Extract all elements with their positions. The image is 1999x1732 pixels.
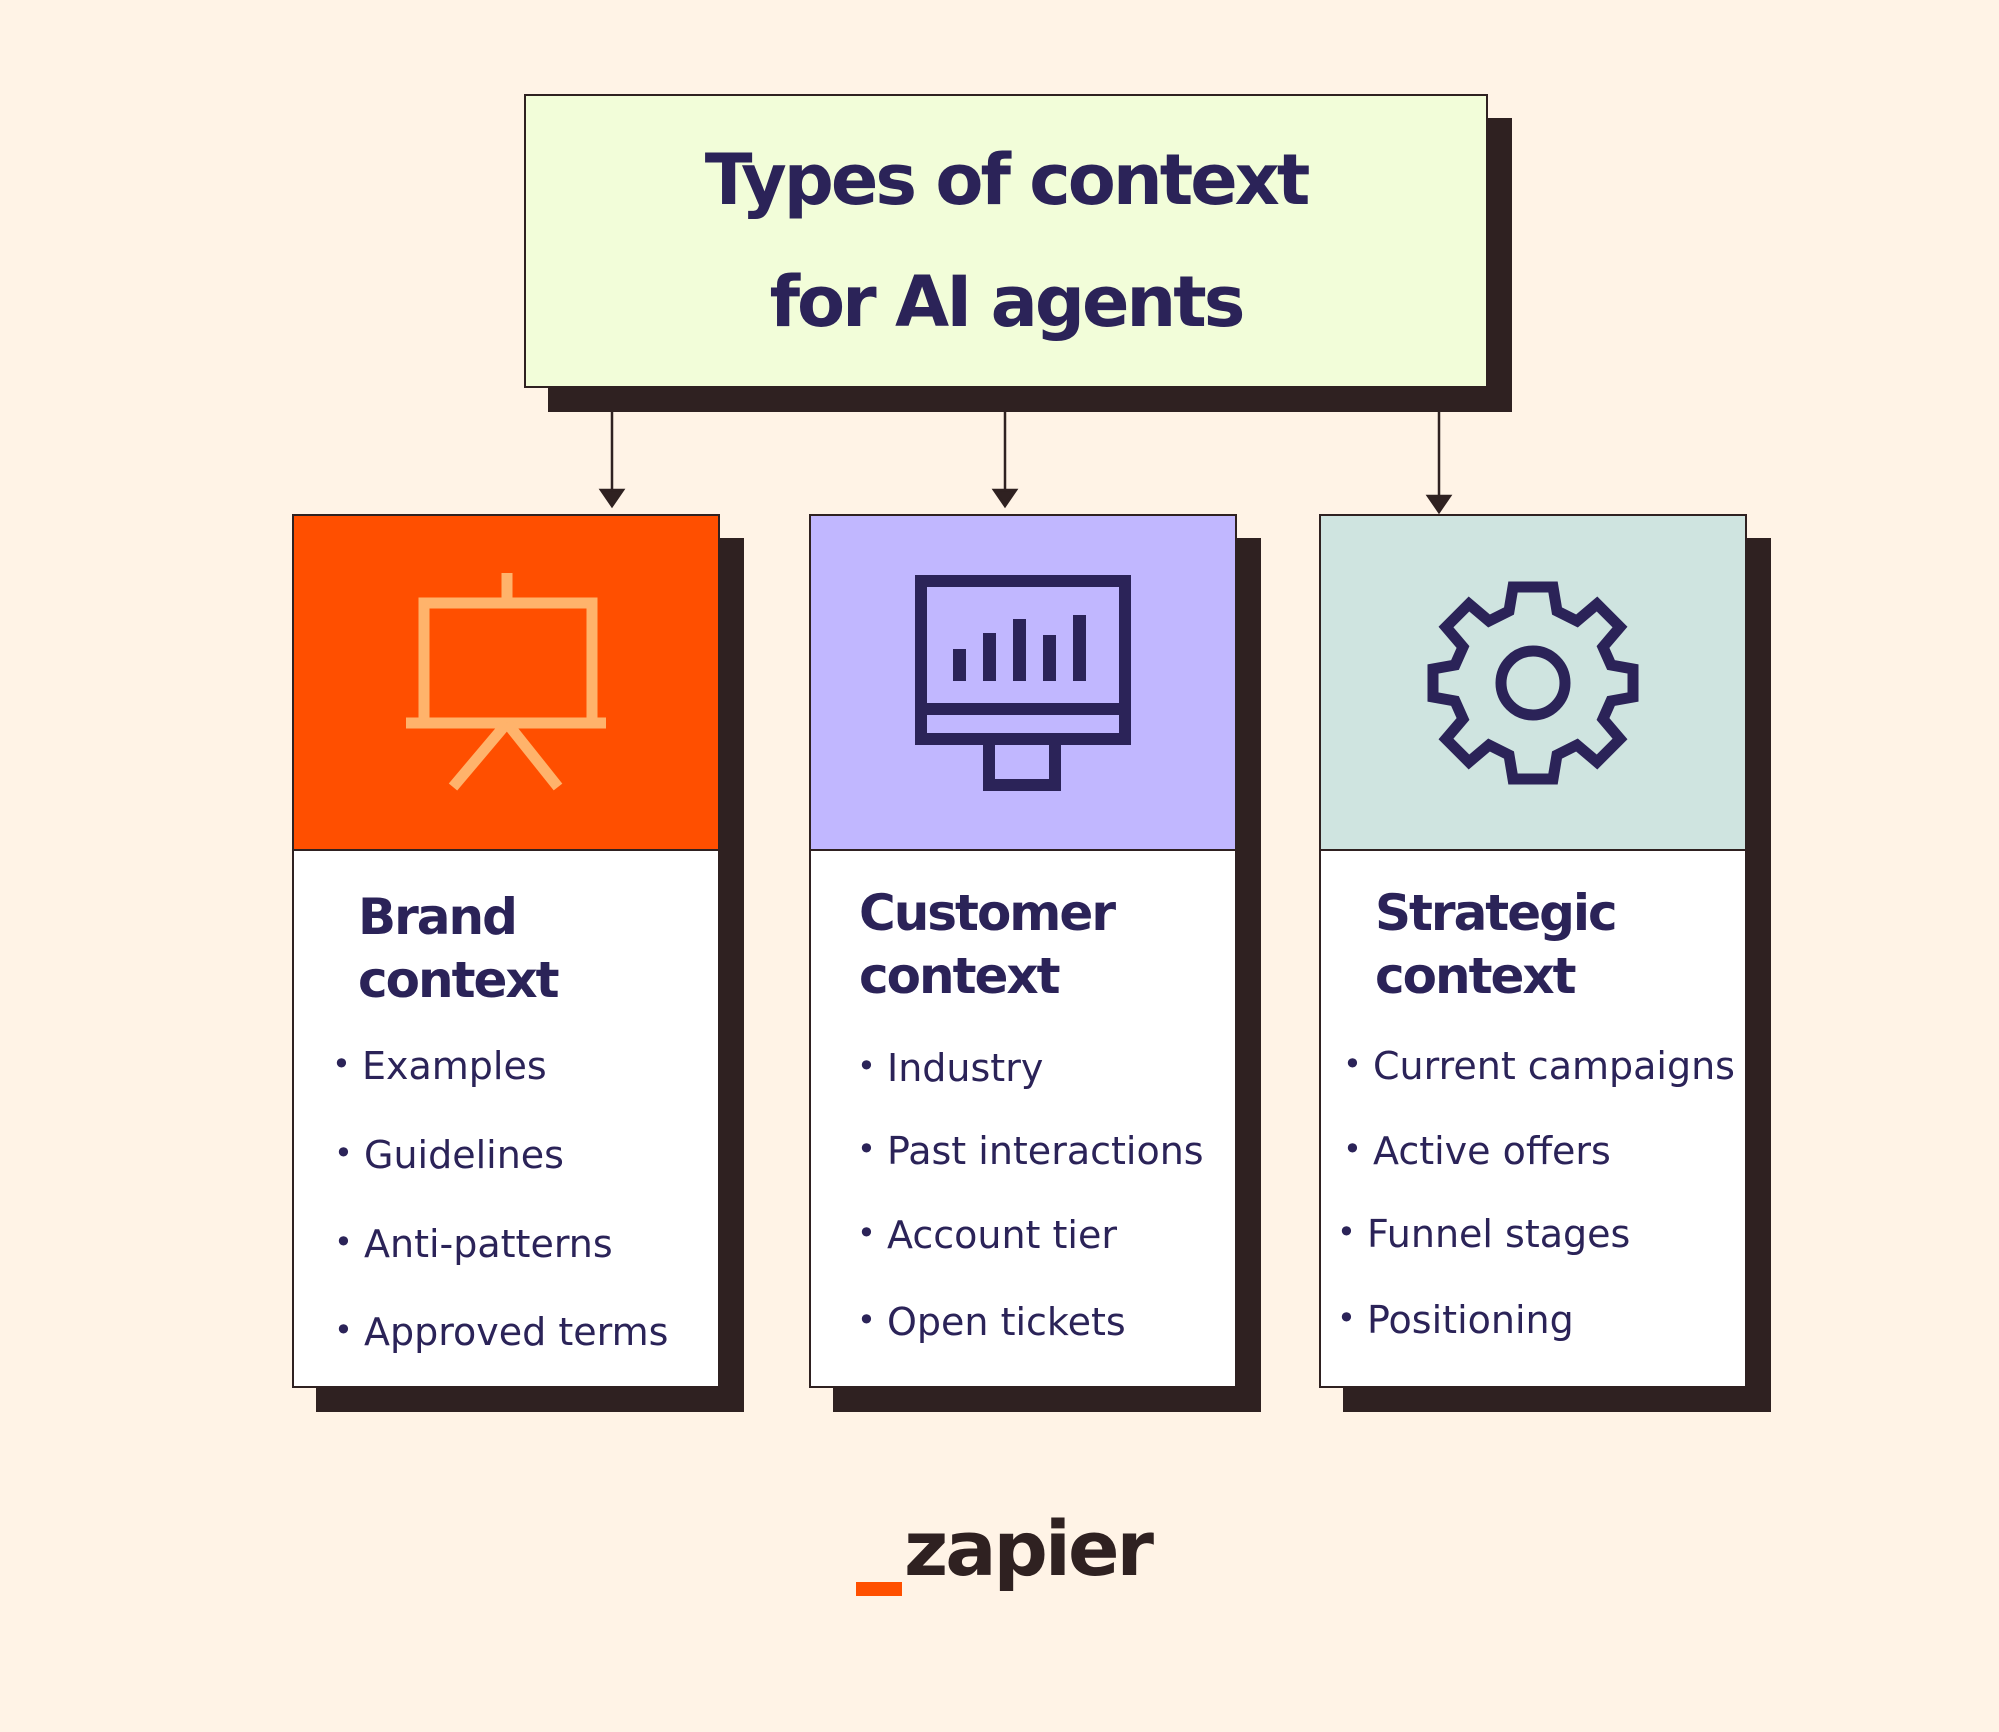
page-title: Types of context for AI agents <box>704 119 1311 363</box>
monitor-chart-icon <box>915 574 1131 791</box>
presentation-board-icon <box>406 572 606 791</box>
title-line-2: for AI agents <box>769 261 1246 343</box>
arrow-head-strategic <box>1425 494 1453 515</box>
list-item: Industry <box>857 1046 1043 1090</box>
arrow-head-brand <box>598 488 626 509</box>
arrow-head-customer <box>991 488 1019 509</box>
card-strategic-heading-line-2: context <box>1375 947 1577 1005</box>
list-item: Examples <box>332 1044 547 1088</box>
list-item: Guidelines <box>334 1133 564 1177</box>
list-item: Anti-patterns <box>334 1222 613 1266</box>
list-item: Active offers <box>1343 1129 1611 1173</box>
card-brand-heading: Brand context <box>358 886 560 1012</box>
list-item: Current campaigns <box>1343 1044 1735 1088</box>
card-customer: Customer context Industry Past interacti… <box>809 514 1237 1388</box>
logo-wordmark: zapier <box>904 1504 1154 1593</box>
list-item: Positioning <box>1337 1298 1574 1342</box>
list-item: Account tier <box>857 1213 1117 1257</box>
card-strategic-heading: Strategic context <box>1375 882 1618 1008</box>
card-customer-heading-line-2: context <box>859 947 1061 1005</box>
zapier-logo: zapier <box>856 1504 1156 1608</box>
title-box: Types of context for AI agents <box>524 94 1488 388</box>
card-brand-heading-line-2: context <box>358 951 560 1009</box>
card-customer-header <box>811 516 1235 851</box>
list-item: Approved terms <box>334 1310 668 1354</box>
card-strategic-heading-line-1: Strategic <box>1375 884 1618 942</box>
list-item: Past interactions <box>857 1129 1204 1173</box>
card-strategic-header <box>1321 516 1745 851</box>
card-customer-heading-line-1: Customer <box>859 884 1116 942</box>
card-customer-heading: Customer context <box>859 882 1116 1008</box>
logo-underscore <box>856 1582 902 1596</box>
card-brand-heading-line-1: Brand <box>358 888 518 946</box>
list-item: Funnel stages <box>1337 1212 1630 1256</box>
card-brand-header <box>294 516 718 851</box>
title-line-1: Types of context <box>704 139 1311 221</box>
card-strategic: Strategic context Current campaigns Acti… <box>1319 514 1747 1388</box>
list-item: Open tickets <box>857 1300 1126 1344</box>
gear-icon <box>1427 581 1639 784</box>
card-brand: Brand context Examples Guidelines Anti-p… <box>292 514 720 1388</box>
